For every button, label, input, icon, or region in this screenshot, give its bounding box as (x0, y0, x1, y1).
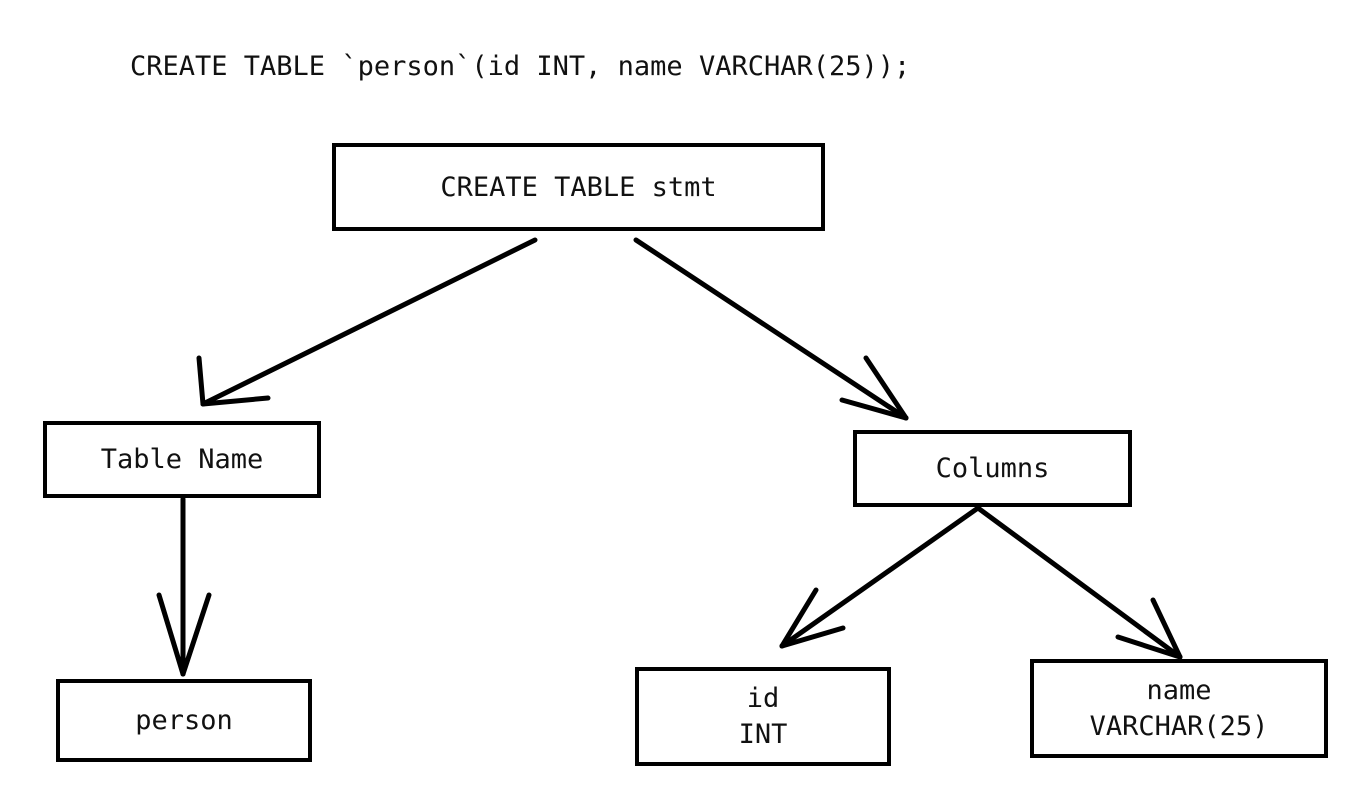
node-column-id-name: id (746, 682, 780, 714)
node-table-name-label: Table Name (100, 444, 264, 475)
node-person-value[interactable]: person (56, 679, 312, 762)
node-person-label: person (135, 705, 233, 736)
edge-root-to-columns (633, 237, 909, 421)
edge-table-name-to-person (156, 496, 212, 677)
node-column-id-type: INT (738, 718, 788, 750)
edge-columns-to-col-id (779, 505, 981, 649)
node-column-name[interactable]: name VARCHAR(25) (1030, 659, 1328, 758)
node-column-id[interactable]: id INT (635, 667, 891, 766)
node-columns[interactable]: Columns (853, 430, 1132, 507)
node-column-name-name: name (1146, 674, 1212, 706)
node-create-table-stmt[interactable]: CREATE TABLE stmt (332, 143, 825, 231)
node-columns-label: Columns (935, 453, 1050, 484)
sql-statement-title: CREATE TABLE `person`(id INT, name VARCH… (130, 51, 911, 82)
edge-columns-to-col-name (975, 505, 1183, 660)
node-root-label: CREATE TABLE stmt (440, 171, 717, 203)
node-table-name[interactable]: Table Name (43, 421, 321, 498)
edge-root-to-table-name (196, 237, 538, 407)
node-column-name-type: VARCHAR(25) (1089, 710, 1269, 742)
